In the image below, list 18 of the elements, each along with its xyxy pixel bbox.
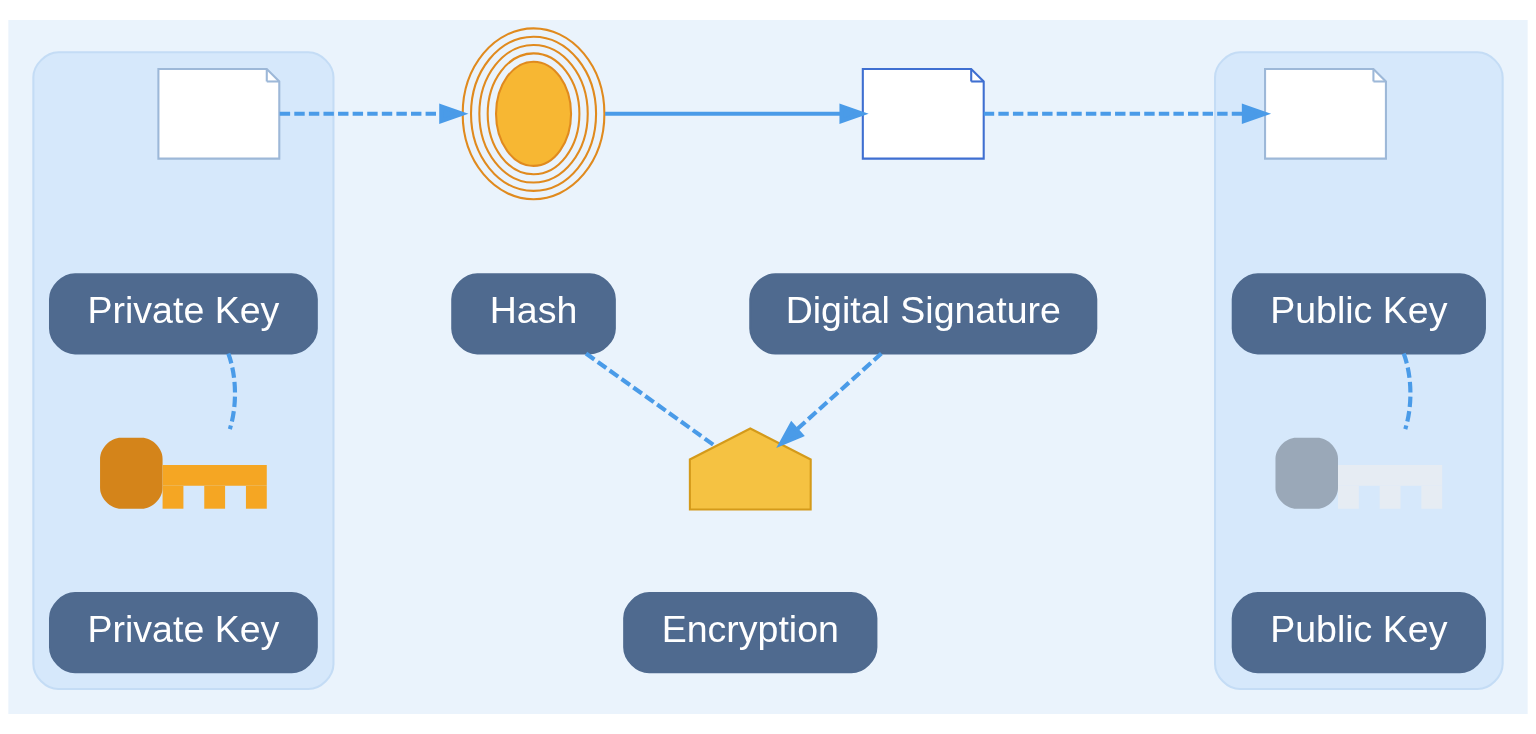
connector	[584, 351, 717, 448]
arrow	[605, 103, 869, 124]
node-box: Public Key	[1231, 273, 1486, 355]
connector	[226, 352, 238, 430]
arrow	[776, 351, 883, 448]
connector	[1401, 352, 1413, 430]
node-box: Hash	[451, 273, 616, 355]
node-picture	[688, 427, 812, 511]
node-picture	[461, 27, 606, 201]
cluster	[32, 51, 335, 691]
cluster	[1214, 51, 1504, 691]
node-box: Public Key	[1231, 592, 1486, 674]
node-box: Digital Signature	[749, 273, 1098, 355]
arrow	[983, 103, 1272, 124]
node-box: Private Key	[49, 273, 318, 355]
arrow	[279, 103, 469, 124]
node-box: Encryption	[623, 592, 878, 674]
node-box: Private Key	[49, 592, 318, 674]
